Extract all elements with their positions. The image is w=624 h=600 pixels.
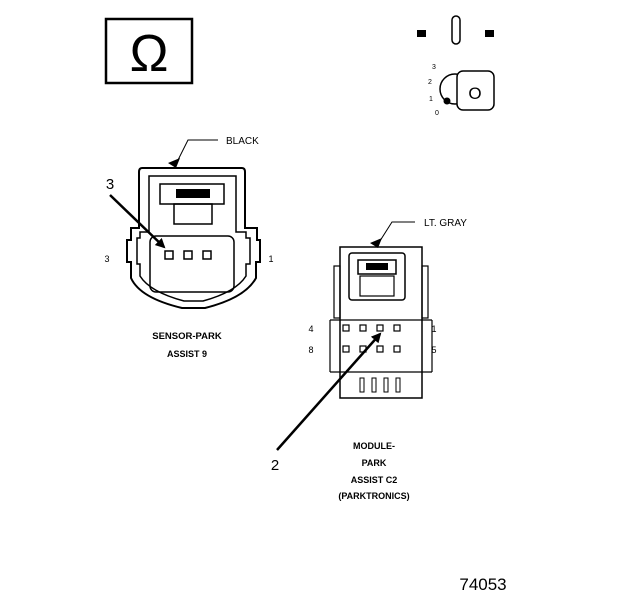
module-bottom-rib	[383, 377, 389, 393]
sensor-latch-window	[176, 189, 210, 198]
key-head-icon	[456, 70, 495, 111]
ignition-position-3: 3	[432, 64, 436, 71]
sensor-callout-arrow	[109, 194, 166, 249]
sensor-connector: BLACK 3 1 3 SENSOR-PARK ASSIST 9	[104, 136, 273, 359]
sensor-cavity	[149, 235, 235, 293]
module-latch-tab	[359, 275, 395, 297]
ignition-position-1: 1	[429, 96, 433, 103]
module-name-line1: MODULE-	[353, 441, 395, 451]
sensor-pin-label-right: 1	[268, 254, 273, 264]
sensor-housing-inner	[136, 175, 251, 302]
sensor-pin	[164, 250, 174, 260]
module-bottom-rib	[371, 377, 377, 393]
module-housing-outer	[339, 246, 423, 399]
ignition-right-marker	[485, 30, 494, 37]
module-latch-housing	[348, 252, 406, 301]
module-pin-label-top-right: 1	[431, 324, 436, 334]
sensor-name-line2: ASSIST 9	[167, 349, 207, 359]
module-connector: LT. GRAY 4 1 8 5 2 MODULE- PARK ASSIST C…	[271, 218, 467, 501]
key-letter: O	[468, 84, 481, 103]
sensor-color-label: BLACK	[226, 136, 259, 147]
module-color-leader	[377, 221, 415, 245]
sensor-color-arrowhead	[168, 158, 180, 168]
sensor-callout-number: 3	[106, 176, 114, 193]
figure-number: 74053	[459, 575, 506, 594]
ignition-position-2: 2	[428, 79, 432, 86]
module-color-label: LT. GRAY	[424, 218, 467, 229]
module-name-line3: ASSIST C2	[351, 475, 398, 485]
ignition-left-marker	[417, 30, 426, 37]
ignition-switch-icon: 3 2 1 0 O	[417, 15, 495, 117]
module-side-rib-left	[333, 265, 341, 319]
sensor-name-line1: SENSOR-PARK	[152, 331, 222, 342]
module-name-line2: PARK	[362, 458, 387, 468]
module-pin	[342, 324, 350, 332]
module-color-arrowhead	[370, 238, 382, 248]
module-pin-label-bottom-left: 8	[308, 345, 313, 355]
key-position-dot	[443, 97, 451, 105]
module-latch-window	[366, 263, 388, 270]
module-name-line4: (PARKTRONICS)	[338, 491, 409, 501]
module-bottom-rib	[395, 377, 401, 393]
module-pin-label-bottom-right: 5	[431, 345, 436, 355]
ignition-slot-icon	[451, 15, 461, 45]
module-pin	[342, 345, 350, 353]
sensor-pin	[202, 250, 212, 260]
module-pin	[359, 324, 367, 332]
module-bottom-rib	[359, 377, 365, 393]
sensor-color-leader	[175, 139, 218, 165]
ignition-position-0: 0	[435, 110, 439, 117]
sensor-latch-tab	[173, 203, 213, 225]
ohmmeter-icon: Ω	[104, 17, 194, 85]
module-pin	[393, 345, 401, 353]
sensor-pin	[183, 250, 193, 260]
module-callout-number: 2	[271, 457, 279, 474]
sensor-housing-outer	[126, 167, 261, 309]
module-callout-arrow	[276, 332, 382, 451]
module-pin	[393, 324, 401, 332]
module-side-rib-right	[421, 265, 429, 319]
module-pin-label-top-left: 4	[308, 324, 313, 334]
sensor-pin-label-left: 3	[104, 254, 109, 264]
module-latch	[357, 259, 397, 275]
module-pin	[376, 324, 384, 332]
ohm-symbol: Ω	[130, 25, 169, 83]
module-pin	[376, 345, 384, 353]
